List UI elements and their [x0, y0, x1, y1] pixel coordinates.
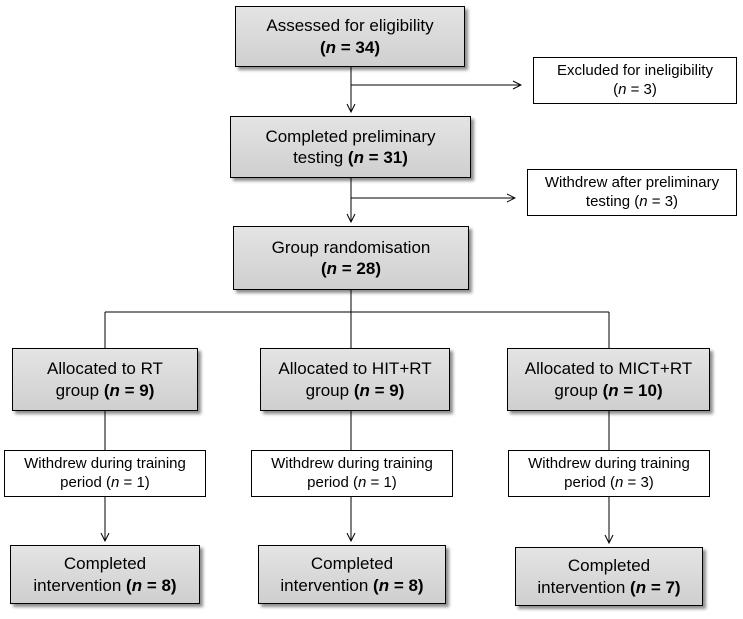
- withdrew-hit-text-1: Withdrew during training: [271, 454, 433, 472]
- alloc-rt-text-1: Allocated to RT: [47, 359, 163, 379]
- completed-mict-text-2a: intervention: [537, 577, 631, 597]
- alloc-hit-count: (n = 9): [354, 381, 405, 400]
- assessed-count-prefix: (: [319, 37, 326, 57]
- alloc-hit-count-value: = 9): [369, 380, 405, 400]
- assessed-count: (n = 34): [320, 37, 380, 58]
- completed-rt-text-2: intervention (n = 8): [33, 575, 176, 596]
- randomisation-count-prefix: (: [320, 259, 327, 278]
- excluded-count: (n = 3): [613, 81, 657, 100]
- alloc-rt-count-value: = 9): [119, 380, 155, 400]
- alloc-mict-text-1: Allocated to MICT+RT: [524, 359, 693, 379]
- prelim-text-1: Completed preliminary: [265, 126, 436, 146]
- completed-rt-count-prefix: (: [126, 575, 132, 595]
- randomisation-box: Group randomisation (n = 28): [233, 226, 469, 290]
- withdrew-rt-text-2: period (n = 1): [60, 474, 150, 493]
- completed-mict-count-value: = 7): [646, 577, 681, 597]
- completed-mict-count: (n = 7): [630, 578, 681, 597]
- withdrew-rt-text-1: Withdrew during training: [24, 454, 186, 472]
- alloc-hit-text-2: group (n = 9): [306, 380, 405, 401]
- excluded-box: Excluded for ineligibility (n = 3): [533, 57, 737, 104]
- withdrew-mict-text-1: Withdrew during training: [528, 454, 690, 472]
- alloc-mict-count-prefix: (: [602, 380, 609, 400]
- completed-rt-count-value: = 8): [142, 575, 177, 595]
- withdrew-hit-text-2a: period (: [307, 473, 359, 491]
- alloc-hit-text-2a: group: [305, 380, 354, 400]
- randomisation-text: Group randomisation: [271, 237, 431, 257]
- prelim-box: Completed preliminary testing (n = 31): [230, 116, 471, 178]
- prelim-count-value: = 31): [363, 148, 408, 167]
- completed-hit-text-2a: intervention: [280, 575, 374, 595]
- withdrew-mict-box: Withdrew during training period (n = 3): [508, 450, 710, 497]
- excluded-count-value: = 3): [626, 80, 657, 98]
- alloc-mict-count: (n = 10): [603, 381, 663, 400]
- withdrew-prelim-n: n: [639, 192, 648, 210]
- prelim-count-prefix: (: [347, 148, 354, 167]
- withdrew-hit-value: = 1): [366, 473, 397, 491]
- completed-rt-text-2a: intervention: [33, 575, 127, 595]
- alloc-hit-count-n: n: [359, 380, 370, 400]
- alloc-mict-box: Allocated to MICT+RT group (n = 10): [507, 348, 710, 411]
- completed-hit-box: Completed intervention (n = 8): [258, 545, 446, 604]
- completed-rt-count-n: n: [131, 575, 143, 595]
- completed-hit-text-1: Completed: [310, 554, 394, 574]
- withdrew-rt-n: n: [111, 473, 120, 491]
- withdrew-mict-text-2: period (n = 3): [564, 474, 654, 493]
- completed-hit-count-prefix: (: [373, 575, 379, 595]
- completed-rt-count: (n = 8): [126, 576, 177, 595]
- withdrew-prelim-box: Withdrew after preliminary testing (n = …: [527, 169, 737, 216]
- randomisation-count-n: n: [326, 259, 338, 278]
- alloc-hit-text-1: Allocated to HIT+RT: [278, 359, 432, 379]
- prelim-count: (n = 31): [348, 148, 408, 167]
- withdrew-hit-n: n: [358, 473, 367, 491]
- assessed-text: Assessed for eligibility: [266, 16, 434, 36]
- alloc-hit-box: Allocated to HIT+RT group (n = 9): [260, 348, 450, 411]
- excluded-text: Excluded for ineligibility: [557, 61, 713, 79]
- alloc-rt-count-prefix: (: [103, 380, 110, 400]
- completed-mict-count-prefix: (: [630, 577, 636, 597]
- withdrew-rt-box: Withdrew during training period (n = 1): [4, 450, 206, 497]
- alloc-mict-text-2: group (n = 10): [554, 380, 662, 401]
- withdrew-prelim-text-2a: testing (: [585, 192, 640, 210]
- assessed-count-n: n: [325, 37, 337, 57]
- alloc-rt-count-n: n: [109, 380, 120, 400]
- completed-hit-count: (n = 8): [373, 576, 424, 595]
- completed-mict-count-n: n: [635, 577, 647, 597]
- withdrew-prelim-text-1: Withdrew after preliminary: [544, 173, 720, 191]
- withdrew-mict-n: n: [615, 473, 624, 491]
- excluded-count-prefix: (: [613, 80, 619, 98]
- alloc-rt-text-2a: group: [55, 380, 104, 400]
- withdrew-prelim-value: = 3): [647, 192, 679, 210]
- completed-mict-box: Completed intervention (n = 7): [515, 547, 703, 606]
- excluded-count-n: n: [618, 80, 627, 98]
- withdrew-hit-text-2: period (n = 1): [307, 474, 397, 493]
- alloc-mict-count-n: n: [608, 380, 619, 400]
- withdrew-rt-text-2a: period (: [60, 473, 112, 491]
- withdrew-hit-box: Withdrew during training period (n = 1): [251, 450, 453, 497]
- alloc-rt-text-2: group (n = 9): [56, 380, 155, 401]
- alloc-rt-count: (n = 9): [104, 381, 155, 400]
- alloc-mict-text-2a: group: [554, 380, 603, 400]
- alloc-mict-count-value: = 10): [618, 380, 663, 400]
- randomisation-count: (n = 28): [321, 258, 381, 279]
- prelim-text-2a: testing: [293, 148, 348, 167]
- prelim-count-n: n: [353, 148, 364, 167]
- withdrew-prelim-text-2: testing (n = 3): [586, 193, 678, 212]
- completed-rt-text-1: Completed: [63, 554, 147, 574]
- prelim-text-2: testing (n = 31): [293, 147, 408, 168]
- completed-mict-text-2: intervention (n = 7): [537, 577, 680, 598]
- completed-mict-text-1: Completed: [567, 556, 651, 576]
- alloc-rt-box: Allocated to RT group (n = 9): [12, 348, 198, 411]
- completed-rt-box: Completed intervention (n = 8): [10, 545, 200, 604]
- assessed-box: Assessed for eligibility (n = 34): [235, 6, 465, 67]
- withdrew-mict-value: = 3): [623, 473, 654, 491]
- alloc-hit-count-prefix: (: [353, 380, 360, 400]
- assessed-count-value: = 34): [336, 37, 380, 57]
- randomisation-count-value: = 28): [337, 259, 381, 278]
- completed-hit-text-2: intervention (n = 8): [280, 575, 423, 596]
- completed-hit-count-n: n: [378, 575, 390, 595]
- withdrew-rt-value: = 1): [119, 473, 150, 491]
- withdrew-mict-text-2a: period (: [564, 473, 616, 491]
- completed-hit-count-value: = 8): [389, 575, 424, 595]
